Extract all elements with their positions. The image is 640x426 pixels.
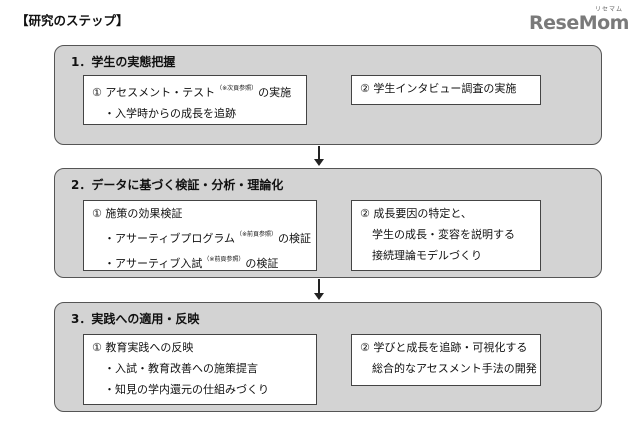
stage-3-left-line-1: ① 教育実践への反映: [92, 341, 194, 354]
stage-1-right-box: ② 学生インタビュー調査の実施: [351, 75, 541, 105]
stage-1-left-line-2: ・入学時からの成長を追跡: [104, 107, 236, 120]
stage-3-left-box: ① 教育実践への反映 ・入試・教育改善への施策提言 ・知見の学内還元の仕組みづく…: [83, 334, 317, 405]
stage-2-left-line-3: ・アサーティブ入試（※前頁参照）の検証: [104, 256, 279, 270]
stage-2-left-line-2: ・アサーティブプログラム（※前頁参照）の検証: [104, 231, 312, 245]
stage-1-right-line-1: ② 学生インタビュー調査の実施: [360, 82, 517, 95]
flow-arrow-1: [314, 146, 324, 166]
stage-3-right-box: ② 学びと成長を追跡・可視化する 総合的なアセスメント手法の開発: [351, 334, 541, 386]
stage-3-panel: 3．実践への適用・反映 ① 教育実践への反映 ・入試・教育改善への施策提言 ・知…: [54, 302, 602, 412]
stage-2-left-line-1: ① 施策の効果検証: [92, 207, 183, 220]
logo-subtext: リセマム: [594, 6, 623, 13]
stage-3-title: 3．実践への適用・反映: [71, 312, 200, 326]
stage-3-right-line-1: ② 学びと成長を追跡・可視化する: [360, 341, 528, 354]
logo-wordmark: ReseMom: [529, 12, 629, 34]
resemom-logo: リセマム ReseMom: [529, 4, 629, 38]
stage-3-left-line-3: ・知見の学内還元の仕組みづくり: [104, 383, 269, 396]
stage-2-right-line-2: 学生の成長・変容を説明する: [372, 228, 515, 241]
stage-1-title: 1．学生の実態把握: [71, 55, 176, 69]
stage-3-right-line-2: 総合的なアセスメント手法の開発: [372, 362, 537, 375]
stage-2-right-line-1: ② 成長要因の特定と、: [360, 207, 472, 220]
stage-1-panel: 1．学生の実態把握 ① アセスメント・テスト（※次頁参照）の実施 ・入学時からの…: [54, 45, 602, 145]
diagram-heading: 【研究のステップ】: [16, 13, 129, 28]
stage-2-right-line-3: 接続理論モデルづくり: [372, 249, 482, 262]
stage-2-panel: 2．データに基づく検証・分析・理論化 ① 施策の効果検証 ・アサーティブプログラ…: [54, 168, 602, 278]
stage-1-left-box: ① アセスメント・テスト（※次頁参照）の実施 ・入学時からの成長を追跡: [83, 75, 307, 125]
stage-3-left-line-2: ・入試・教育改善への施策提言: [104, 362, 258, 375]
stage-2-title: 2．データに基づく検証・分析・理論化: [71, 178, 284, 192]
stage-2-right-box: ② 成長要因の特定と、 学生の成長・変容を説明する 接続理論モデルづくり: [351, 200, 541, 271]
flow-arrow-2: [314, 279, 324, 300]
stage-2-left-box: ① 施策の効果検証 ・アサーティブプログラム（※前頁参照）の検証 ・アサーティブ…: [83, 200, 317, 271]
stage-1-left-line-1: ① アセスメント・テスト（※次頁参照）の実施: [92, 85, 292, 99]
